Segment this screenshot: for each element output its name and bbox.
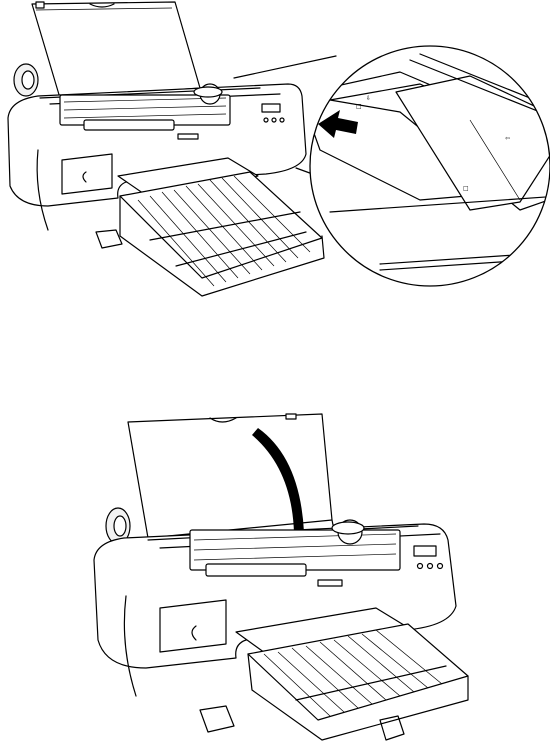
zoom-callout: □ ⇩ ⇦ □ bbox=[300, 46, 550, 286]
figure-close-cover bbox=[0, 400, 550, 746]
svg-text:□: □ bbox=[463, 185, 469, 192]
svg-text:⇦: ⇦ bbox=[505, 135, 510, 142]
printer-loading-diagram: □ ⇩ ⇦ □ bbox=[0, 0, 550, 300]
printer-closing-diagram bbox=[0, 400, 550, 746]
svg-text:□: □ bbox=[356, 103, 362, 110]
paper-tray bbox=[118, 158, 324, 296]
svg-text:⇩: ⇩ bbox=[366, 95, 371, 102]
printer-top-cover bbox=[32, 2, 200, 98]
callout-line-top bbox=[234, 56, 336, 78]
paper-tray bbox=[236, 608, 468, 740]
roll-holder bbox=[14, 64, 38, 96]
figure-load-sheet: □ ⇩ ⇦ □ bbox=[0, 0, 550, 300]
